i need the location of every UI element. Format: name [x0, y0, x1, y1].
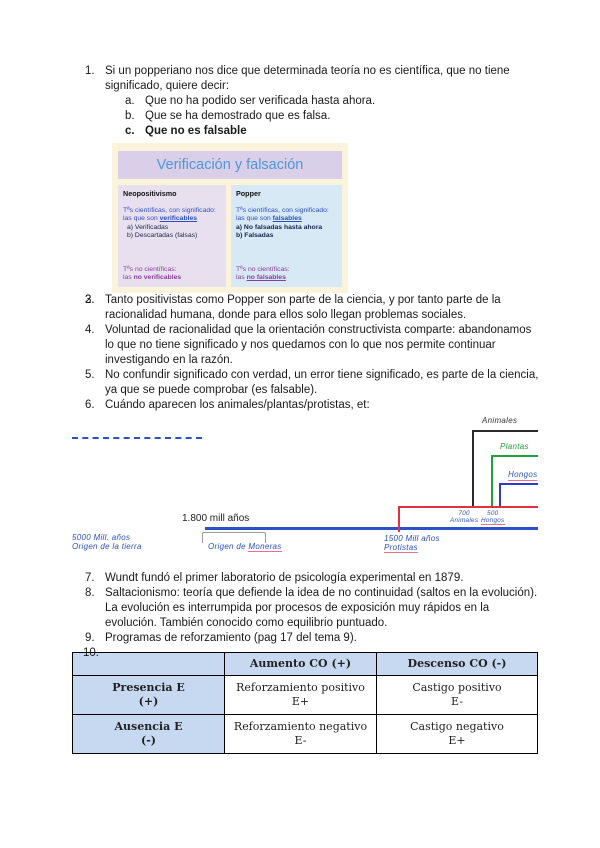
panel-footer: Tªs no científicas: — [123, 265, 177, 273]
list-item-4: 4. Voluntad de racionalidad que la orien… — [85, 324, 532, 366]
list-item-text: Que no es falsable — [145, 125, 247, 137]
table-col-header-aumento: Aumento CO (+) — [224, 652, 377, 676]
list-item-text: Que se ha demostrado que es falsa. — [145, 110, 331, 122]
list-item-text: Si un popperiano nos dice que determinad… — [105, 65, 510, 92]
hongos-branch-line — [499, 483, 538, 485]
list-item-6: 6. Cuándo aparecen los animales/plantas/… — [85, 399, 370, 411]
list-item-number: a. — [125, 95, 135, 107]
list-item-8: 8. Saltacionismo: teoría que defiende la… — [85, 587, 538, 629]
list-item-7: 7. Wundt fundó el primer laboratorio de … — [85, 572, 464, 584]
origen-tierra-label: 5000 Mill. años Origen de la tierra — [72, 533, 142, 551]
timeline-dashed-segment — [72, 437, 202, 439]
animales-branch-line — [472, 430, 538, 432]
protistas-branch-line — [398, 506, 538, 508]
reinforcement-table: Aumento CO (+) Descenso CO (-) Presencia… — [72, 652, 538, 754]
protistas-branch-tick — [398, 506, 400, 532]
list-item-3: 3. Tanto positivistas como Popper son pa… — [85, 294, 501, 321]
animales-date-label: 700 Animales — [450, 510, 479, 524]
evolution-timeline-diagram: Animales Plantas Hongos 1.800 mill años … — [72, 416, 547, 565]
origen-moneras-label: Origen de Moneras — [208, 542, 282, 552]
list-item-9: 9. Programas de reforzamiento (pag 17 de… — [85, 632, 357, 644]
list-item-text: Que no ha podido ser verificada hasta ah… — [145, 95, 376, 107]
list-item-number: b. — [125, 110, 135, 122]
panel-line: las que son falsables — [236, 215, 302, 223]
panel-option-a: a) No falsadas hasta ahora — [236, 223, 323, 231]
moneras-bracket — [202, 532, 266, 543]
popper-panel: Popper Tªs científicas, con significado:… — [231, 185, 342, 287]
infographic-title: Verificación y falsación — [156, 156, 304, 173]
list-item-number: 1. — [85, 65, 95, 77]
protistas-label: 1500 Mill años Protistas — [384, 534, 440, 553]
plantas-branch-tick — [491, 455, 493, 506]
table-header-row: Aumento CO (+) Descenso CO (-) — [72, 652, 538, 676]
document-content: 1. Si un popperiano nos dice que determi… — [0, 64, 600, 754]
panel-footer: las no falsables — [236, 274, 286, 282]
verification-falsation-infographic: Verificación y falsación Neopositivismo … — [112, 143, 348, 293]
panel-footer: Tªs no científicas: — [236, 265, 290, 273]
panel-line: Tªs científicas, con significado: — [123, 206, 216, 214]
hongos-date-label: 500 Hongos — [481, 510, 505, 525]
mill-1800-label: 1.800 mill años — [182, 513, 250, 524]
infographic-title-band: Verificación y falsación — [118, 151, 342, 179]
panel-option-a: a) Verificadas — [127, 223, 169, 231]
hongos-branch-tick — [499, 483, 501, 506]
panel-line: las que son verificables — [123, 215, 198, 223]
plantas-branch-line — [491, 455, 538, 457]
animales-label: Animales — [482, 416, 518, 425]
table-row-header: Ausencia E(-) — [72, 714, 225, 754]
list-subitem-1a: a. Que no ha podido ser verificada hasta… — [0, 94, 600, 109]
animales-branch-tick — [472, 430, 474, 506]
panel-footer: las no verificables — [123, 274, 182, 282]
timeline-solid-segment — [205, 527, 538, 530]
panel-header: Popper — [236, 189, 261, 198]
list-item-number: c. — [125, 125, 135, 137]
panel-option-b: b) Descartadas (falsas) — [127, 232, 198, 240]
hongos-label: Hongos — [508, 470, 538, 481]
plantas-label: Plantas — [500, 442, 529, 451]
list-item-1: 1. Si un popperiano nos dice que determi… — [0, 64, 600, 94]
list-subitem-1b: b. Que se ha demostrado que es falsa. — [0, 109, 600, 124]
panel-header: Neopositivismo — [123, 189, 177, 198]
table-col-header-descenso: Descenso CO (-) — [376, 652, 538, 676]
list-subitem-1c: c. Que no es falsable — [0, 124, 600, 139]
neopositivismo-panel: Neopositivismo Tªs científicas, con sign… — [118, 185, 226, 287]
panel-option-b: b) Falsadas — [236, 232, 274, 240]
list-item-5: 5. No confundir significado con verdad, … — [85, 369, 539, 396]
panel-line: Tªs científicas, con significado: — [236, 206, 329, 214]
table-row-header: Presencia E(+) — [72, 675, 225, 715]
